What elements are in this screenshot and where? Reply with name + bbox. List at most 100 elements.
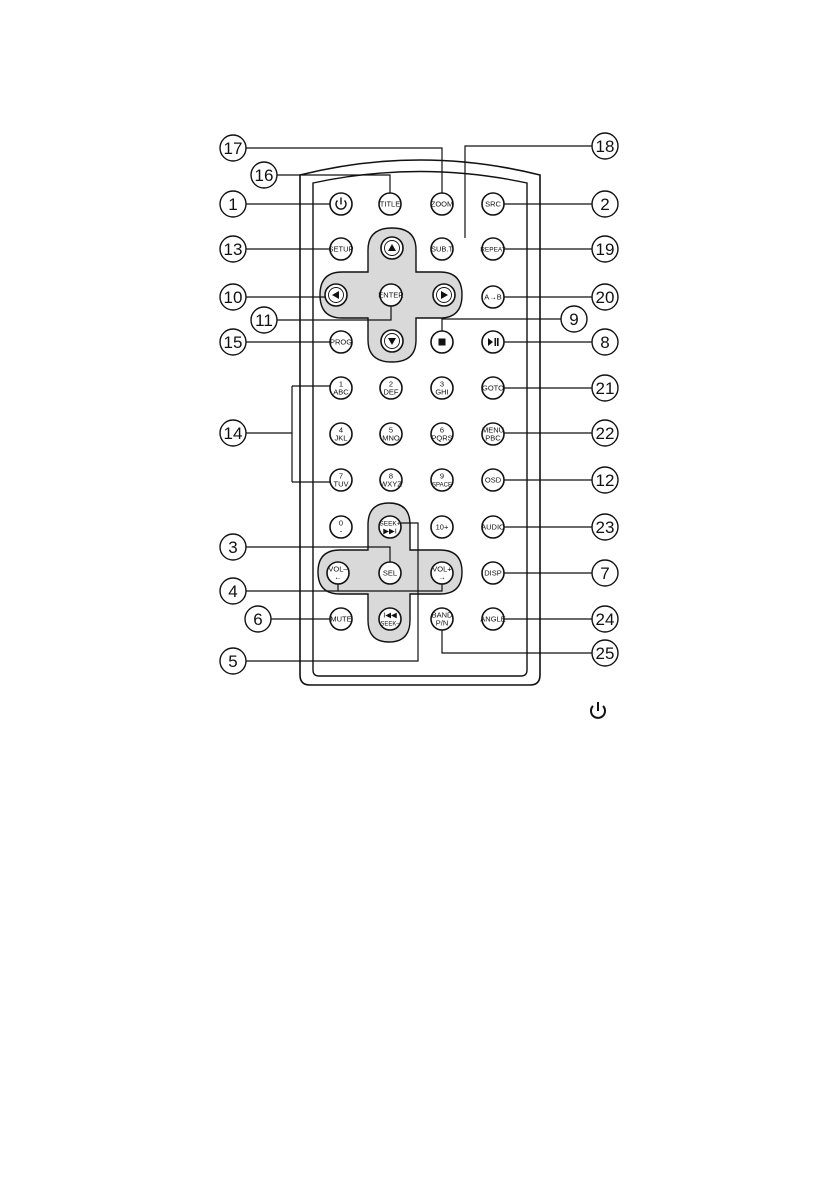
svg-text:24: 24 <box>596 610 615 629</box>
svg-text:11: 11 <box>255 311 273 330</box>
callout-23: 23 <box>591 513 619 541</box>
button-k7-line2: TUV <box>334 480 349 489</box>
svg-text:4: 4 <box>228 582 237 601</box>
button-seekplus[interactable]: SEEK+▶▶I <box>378 515 402 539</box>
button-volminus[interactable]: VOL–← <box>326 561 350 585</box>
power-symbol-icon <box>335 200 347 210</box>
leader-line <box>464 145 592 238</box>
button-audio-label: AUDIO <box>481 523 505 532</box>
button-k5-line1: 5 <box>389 426 393 435</box>
leader-line <box>441 630 592 654</box>
button-seekplus-line2: ▶▶I <box>383 527 397 536</box>
button-k8-line1: 8 <box>389 472 393 481</box>
svg-text:18: 18 <box>596 137 615 156</box>
button-k7-line1: 7 <box>339 472 343 481</box>
button-enter-label: ENTER <box>378 291 404 300</box>
left-arrow-icon <box>332 291 339 299</box>
button-tenplus-label: 10+ <box>436 523 449 532</box>
button-sel[interactable]: SEL <box>378 561 402 585</box>
button-right[interactable] <box>432 283 456 307</box>
button-k6-line2: PQRS <box>431 434 452 443</box>
svg-text:15: 15 <box>224 333 243 352</box>
button-subt[interactable]: SUB.T <box>430 237 454 261</box>
leader-line <box>246 147 443 193</box>
button-ab[interactable]: A→B <box>481 285 505 309</box>
button-prog[interactable]: PROG <box>329 330 353 354</box>
button-mute[interactable]: MUTE <box>329 607 353 631</box>
button-angle[interactable]: ANGLE <box>480 607 506 631</box>
button-zoom[interactable]: ZOOM <box>430 192 454 216</box>
button-k9-line1: 9 <box>440 472 444 481</box>
svg-text:1: 1 <box>228 195 237 214</box>
button-down[interactable] <box>380 329 404 353</box>
callout-10: 10 <box>219 283 247 311</box>
button-osd[interactable]: OSD <box>481 468 505 492</box>
power-icon <box>590 702 606 719</box>
svg-text:14: 14 <box>224 424 243 443</box>
svg-text:19: 19 <box>596 240 615 259</box>
button-k0[interactable]: 0- <box>329 515 353 539</box>
leader-line <box>277 174 391 193</box>
callout-8: 8 <box>591 328 619 356</box>
svg-text:23: 23 <box>596 518 615 537</box>
button-mute-label: MUTE <box>330 615 351 624</box>
button-k2-line1: 2 <box>389 380 393 389</box>
button-k5-line2: MNO <box>382 434 400 443</box>
button-goto[interactable]: GOTO <box>481 376 505 400</box>
svg-text:9: 9 <box>569 310 578 329</box>
button-menupbc-line1: MENU <box>482 426 504 435</box>
button-seekminus[interactable]: I◀◀SEEK– <box>378 607 402 631</box>
svg-text:12: 12 <box>596 471 615 490</box>
button-tenplus[interactable]: 10+ <box>430 515 454 539</box>
callout-21: 21 <box>591 374 619 402</box>
button-k3-line2: GHI <box>435 388 448 397</box>
button-playpause[interactable] <box>481 330 505 354</box>
button-left[interactable] <box>324 283 348 307</box>
callout-2: 2 <box>591 190 619 218</box>
button-ab-label: A→B <box>484 293 502 302</box>
button-k1-line2: ABC <box>333 388 349 397</box>
button-k0-line1: 0 <box>339 519 343 528</box>
button-subt-label: SUB.T <box>431 245 454 254</box>
button-audio[interactable]: AUDIO <box>481 515 505 539</box>
callout-19: 19 <box>591 235 619 263</box>
svg-text:10: 10 <box>224 288 243 307</box>
callout-1: 1 <box>219 190 247 218</box>
button-zoom-label: ZOOM <box>431 200 454 209</box>
button-disp[interactable]: DISP <box>481 561 505 585</box>
button-enter[interactable]: ENTER <box>378 283 404 307</box>
button-stop[interactable] <box>430 330 454 354</box>
stop-icon <box>438 338 446 346</box>
button-setup[interactable]: SETUP <box>328 237 354 261</box>
leader-line <box>338 584 443 592</box>
button-volminus-line1: VOL– <box>328 565 348 574</box>
button-k9-line2: SPACE <box>432 483 452 489</box>
button-src[interactable]: SRC <box>481 192 505 216</box>
button-volplus-line2: → <box>438 573 446 582</box>
button-volplus[interactable]: VOL+→ <box>430 561 454 585</box>
svg-text:6: 6 <box>253 610 262 629</box>
button-title[interactable]: TITLE <box>378 192 402 216</box>
button-up[interactable] <box>380 236 404 260</box>
button-k3-line1: 3 <box>440 380 444 389</box>
callout-24: 24 <box>591 605 619 633</box>
button-seekplus-line1: SEEK+ <box>379 521 400 528</box>
button-repeat[interactable]: REPEAT <box>480 237 506 261</box>
leader-line <box>277 306 392 321</box>
button-volplus-line1: VOL+ <box>432 565 452 574</box>
callout-16: 16 <box>250 161 278 189</box>
button-power[interactable] <box>329 192 353 216</box>
play-icon <box>488 338 493 346</box>
